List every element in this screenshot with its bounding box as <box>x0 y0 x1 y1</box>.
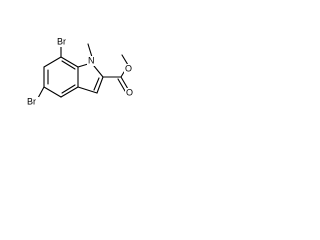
bromine-left-label: Br <box>27 96 36 106</box>
atom-ester-oxygen: O <box>124 63 132 74</box>
bond-c3a-c4 <box>60 86 79 98</box>
bond-ester-o-methyl <box>121 54 129 66</box>
chemical-structure: Br Br N O O <box>26 36 133 107</box>
bond-c7-c7a <box>60 56 79 68</box>
bond-n1-methyl <box>87 43 93 58</box>
atom-nitrogen: N <box>87 55 95 66</box>
ester-oxygen-label: O <box>125 63 132 73</box>
bromine-top-label: Br <box>57 36 66 46</box>
atom-bromine-left: Br <box>26 96 39 107</box>
bond-n1-c2 <box>93 65 104 78</box>
bond-c7-c7a-double <box>61 60 76 70</box>
bond-c5-br <box>37 86 45 99</box>
atom-bromine-top: Br <box>56 36 69 47</box>
bond-c2-c3 <box>96 76 104 94</box>
nitrogen-label: N <box>88 55 95 65</box>
bond-c6-c7 <box>43 56 62 68</box>
carbonyl-oxygen-label: O <box>126 87 133 97</box>
bond-c7a-n1 <box>77 63 89 68</box>
bond-carbonyl-o-double-b <box>117 78 126 92</box>
bond-c3a-c4-double <box>61 84 76 94</box>
bond-c4-c5 <box>43 86 62 98</box>
atom-carbonyl-oxygen: O <box>125 87 133 98</box>
bond-c3-c3a <box>77 86 98 94</box>
bond-c2-c3-double <box>93 77 100 91</box>
bond-carbonyl-o-double-a <box>120 76 129 90</box>
bond-carbonyl-ester-o <box>120 71 125 78</box>
